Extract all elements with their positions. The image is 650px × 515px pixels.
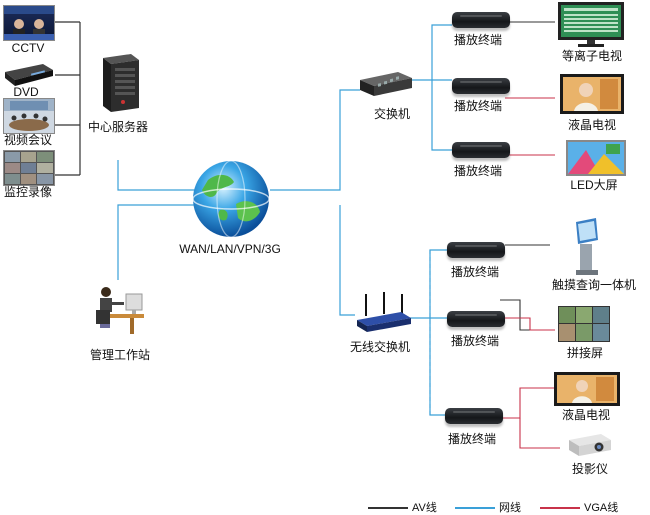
- terminal-av-lines: [500, 21, 555, 331]
- cctv-label: CCTV: [11, 41, 45, 55]
- lcd-tv-bottom-icon: [554, 372, 620, 413]
- dvd-label: DVD: [13, 85, 39, 99]
- legend-av-label: AV线: [412, 502, 437, 514]
- terminal-4-icon: [447, 242, 505, 258]
- vga-lines: [498, 97, 560, 449]
- terminal-4-label: 播放终端: [450, 265, 500, 279]
- projector-icon: [565, 430, 615, 463]
- terminal-5-icon: [447, 311, 505, 327]
- switch-icon: [358, 70, 414, 107]
- workstation-label: 管理工作站: [89, 348, 151, 362]
- terminal-2-label: 播放终端: [453, 99, 503, 113]
- terminal-6-icon: [445, 408, 503, 424]
- video-conference-label: 视频会议: [3, 133, 53, 147]
- wireless-router-icon: [355, 292, 413, 339]
- av-lines: [55, 21, 81, 176]
- lcd-tv-top-icon: [560, 74, 624, 121]
- video-wall-icon: [558, 306, 610, 347]
- touch-kiosk-icon: [568, 218, 604, 281]
- plasma-tv-icon: [558, 2, 624, 53]
- cctv-thumbnail: [3, 5, 55, 41]
- terminal-1-icon: [452, 12, 510, 28]
- terminal-3-icon: [452, 142, 510, 158]
- server-label: 中心服务器: [87, 120, 149, 134]
- surveillance-label: 监控录像: [3, 185, 53, 199]
- video-wall-label: 拼接屏: [566, 346, 604, 360]
- workstation-icon: [92, 278, 150, 341]
- surveillance-thumbnail: [3, 150, 55, 186]
- network-label: WAN/LAN/VPN/3G: [179, 242, 281, 256]
- globe-network-icon: [190, 158, 272, 245]
- legend-network-label: 网线: [499, 502, 521, 514]
- projector-label: 投影仪: [571, 462, 609, 476]
- lcd-tv-top-label: 液晶电视: [567, 118, 617, 132]
- lcd-tv-bottom-label: 液晶电视: [561, 408, 611, 422]
- camera-grid-icon: [5, 152, 53, 184]
- led-screen-icon: [566, 140, 626, 181]
- video-conference-thumbnail: [3, 98, 55, 134]
- terminal-1-label: 播放终端: [453, 33, 503, 47]
- terminal-6-label: 播放终端: [447, 432, 497, 446]
- plasma-tv-label: 等离子电视: [561, 49, 623, 63]
- terminal-5-label: 播放终端: [450, 334, 500, 348]
- wireless-switch-label: 无线交换机: [349, 340, 411, 354]
- touch-kiosk-label: 触摸查询一体机: [551, 278, 637, 292]
- terminal-3-label: 播放终端: [453, 164, 503, 178]
- terminal-2-icon: [452, 78, 510, 94]
- server-tower-icon: [93, 52, 143, 119]
- led-screen-label: LED大屏: [570, 178, 618, 192]
- legend-vga-label: VGA线: [584, 502, 619, 514]
- dvd-player-icon: [3, 60, 55, 91]
- conference-room-icon: [4, 99, 54, 131]
- switch-label: 交换机: [373, 107, 411, 121]
- cctv-anchors-icon: [4, 6, 54, 40]
